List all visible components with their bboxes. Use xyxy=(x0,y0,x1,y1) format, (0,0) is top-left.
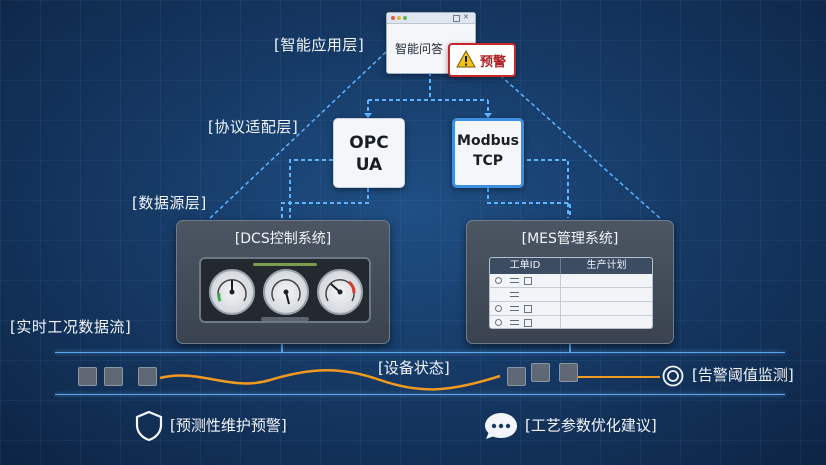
monitor-label: [告警阈值监测] xyxy=(692,366,794,384)
feature-process-optimization[interactable]: [工艺参数优化建议] xyxy=(483,410,657,442)
protocol-opc-line1: OPC xyxy=(349,133,389,153)
window-max-icon xyxy=(453,15,460,22)
window-title: 智能问答 xyxy=(395,42,444,56)
row-status-icon xyxy=(495,319,502,326)
feature-process-label: [工艺参数优化建议] xyxy=(525,416,657,435)
table-row[interactable] xyxy=(490,302,652,316)
alarm-threshold-monitor[interactable]: [告警阈值监测] xyxy=(662,364,794,387)
warning-triangle-icon xyxy=(456,50,476,68)
chat-bubble-icon xyxy=(485,413,517,439)
data-packet xyxy=(531,363,550,382)
status-bar xyxy=(253,263,317,266)
dcs-title: [DCS控制系统] xyxy=(234,231,332,247)
gauge-icon xyxy=(263,269,309,315)
protocol-modbus-line2: TCP xyxy=(472,153,504,169)
gauge-base xyxy=(261,317,309,321)
row-status-icon xyxy=(495,277,502,284)
protocol-opc-line2: UA xyxy=(355,155,383,175)
row-doc-icon xyxy=(524,277,532,285)
table-row[interactable] xyxy=(490,274,652,288)
window-close-icon: ✕ xyxy=(463,13,469,21)
mes-system-panel[interactable]: [MES管理系统] 工单ID 生产计划 xyxy=(466,220,674,344)
gauge-icon xyxy=(317,269,363,315)
column-header-work-order: 工单ID xyxy=(509,260,541,271)
work-order-table[interactable]: 工单ID 生产计划 xyxy=(489,257,653,329)
close-dot-icon xyxy=(391,16,395,20)
dcs-system-panel[interactable]: [DCS控制系统] xyxy=(176,220,390,344)
data-packet xyxy=(559,363,578,382)
data-packet xyxy=(138,367,157,386)
protocol-modbus-tcp[interactable]: Modbus TCP xyxy=(452,118,524,188)
stream-bottom-line xyxy=(55,394,785,395)
feature-predictive-maintenance[interactable]: [预测性维护预警] xyxy=(134,410,287,442)
row-doc-icon xyxy=(524,319,532,327)
warning-badge[interactable]: 预警 xyxy=(448,43,516,77)
minimize-dot-icon xyxy=(397,16,401,20)
data-packet xyxy=(104,367,123,386)
column-header-production-plan: 生产计划 xyxy=(560,258,652,274)
data-packet xyxy=(78,367,97,386)
table-header: 工单ID 生产计划 xyxy=(490,258,652,274)
layer-label-app: [智能应用层] xyxy=(274,36,365,54)
warning-label: 预警 xyxy=(480,55,507,70)
mes-title: [MES管理系统] xyxy=(521,231,619,247)
row-status-icon xyxy=(495,305,502,312)
data-packet xyxy=(507,367,526,386)
stream-top-line xyxy=(55,352,785,353)
device-status-label: [设备状态] xyxy=(378,359,450,377)
table-row[interactable] xyxy=(490,288,652,302)
shield-icon xyxy=(135,410,163,442)
gauge-icon xyxy=(209,269,255,315)
row-doc-icon xyxy=(524,305,532,313)
protocol-opc-ua[interactable]: OPC UA xyxy=(333,118,405,188)
layer-label-realtime: [实时工况数据流] xyxy=(10,318,132,336)
feature-predictive-label: [预测性维护预警] xyxy=(170,416,287,435)
window-titlebar: ✕ xyxy=(387,13,475,24)
layer-label-data-source: [数据源层] xyxy=(132,194,207,212)
maximize-dot-icon xyxy=(403,16,407,20)
target-icon xyxy=(662,365,684,386)
layer-label-protocol: [协议适配层] xyxy=(208,118,299,136)
protocol-modbus-line1: Modbus xyxy=(457,133,519,149)
table-row[interactable] xyxy=(490,316,652,328)
gauge-cluster xyxy=(199,257,371,323)
